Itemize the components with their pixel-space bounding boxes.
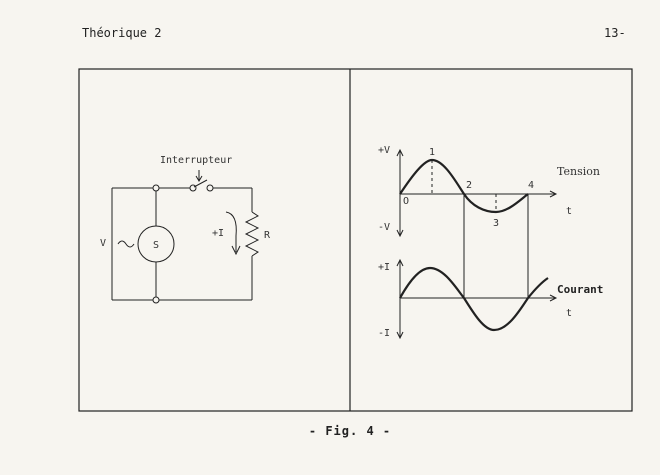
tension-origin-label: O <box>403 196 409 207</box>
tension-y-neg-label: -V <box>378 222 390 233</box>
courant-y-arrow-up <box>396 258 404 267</box>
node-bottom <box>152 296 160 304</box>
switch-label: Interrupteur <box>160 155 232 166</box>
point-label-2: 2 <box>466 180 472 191</box>
point-label-1: 1 <box>429 147 435 158</box>
circuit-diagram <box>111 170 260 304</box>
courant-curve <box>399 266 549 332</box>
tension-x-arrow <box>549 190 558 198</box>
resistor-label: R <box>264 230 271 241</box>
tension-graph <box>396 148 558 298</box>
voltage-label: V <box>100 238 106 249</box>
figure-frame <box>78 68 633 412</box>
current-label: +I <box>212 228 224 239</box>
courant-x-label: t <box>566 308 572 319</box>
tension-x-label: t <box>566 206 572 217</box>
courant-x-arrow <box>549 294 558 302</box>
switch-blade <box>193 179 208 188</box>
point-label-4: 4 <box>528 180 534 191</box>
current-arrow <box>225 211 237 252</box>
point-label-3: 3 <box>493 218 499 229</box>
courant-title: Courant <box>557 283 603 296</box>
source-circle <box>137 225 175 263</box>
courant-y-pos-label: +I <box>378 262 390 273</box>
figure-caption: - Fig. 4 - <box>308 424 392 438</box>
resistor <box>244 211 260 257</box>
page-header-title: Théorique 2 <box>82 26 162 40</box>
page-number: 13- <box>604 26 626 40</box>
source-label: S <box>153 240 159 251</box>
node-top <box>152 184 160 192</box>
ac-symbol-icon <box>117 240 135 248</box>
switch-contact-right <box>206 184 214 192</box>
current-arrow-head <box>231 245 241 256</box>
courant-y-neg-label: -I <box>378 328 390 339</box>
switch-pointer-head <box>195 175 203 182</box>
courant-y-arrow-down <box>396 331 404 340</box>
courant-graph <box>396 258 558 340</box>
tension-y-arrow-down <box>396 229 404 238</box>
tension-y-arrow-up <box>396 148 404 157</box>
tension-y-pos-label: +V <box>378 145 390 156</box>
tension-title: Tension <box>557 165 600 178</box>
